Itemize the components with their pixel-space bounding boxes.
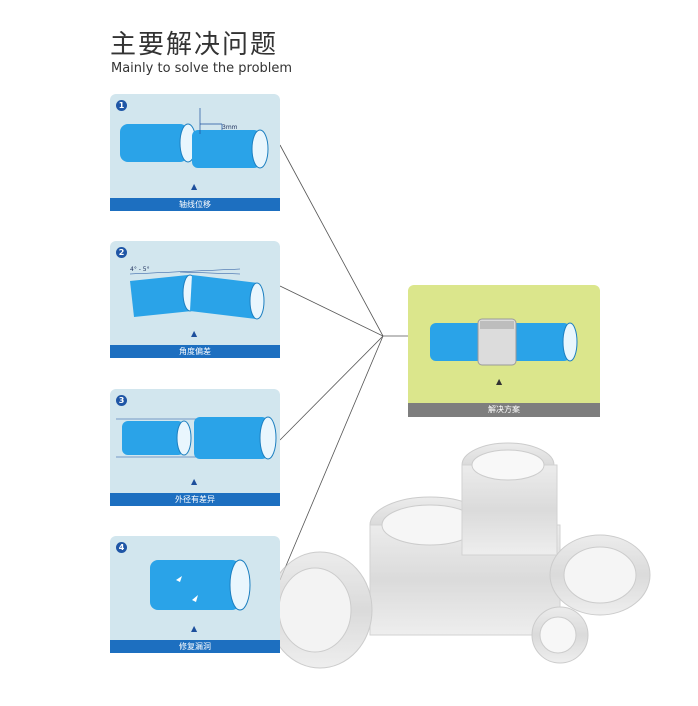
- chevron-up-icon: ▲: [191, 477, 198, 486]
- chevron-up-icon: ▲: [191, 182, 198, 191]
- angle-annotation: 4° - 5°: [130, 266, 150, 273]
- problem-card-outer-diameter: 3 ▲ 外径有差异: [110, 389, 280, 506]
- problem-number-badge: 2: [116, 247, 127, 258]
- problem-label: 轴线位移: [110, 198, 280, 211]
- coupling-solution-illustration: [430, 318, 578, 366]
- problem-label: 外径有差异: [110, 493, 280, 506]
- problem-number-badge: 3: [116, 395, 127, 406]
- chevron-up-icon: ▲: [496, 377, 503, 386]
- page-subtitle: Mainly to solve the problem: [111, 61, 293, 76]
- problem-card-leak-repair: 4 ▲ 修复漏洞: [110, 536, 280, 653]
- pipe-coupling-product-image: [267, 442, 651, 669]
- problem-number-badge: 4: [116, 542, 127, 553]
- page-title: 主要解决问题: [110, 30, 279, 60]
- problem-card-axial-displacement: 1 3mm ▲ 轴线位移: [110, 94, 280, 211]
- axial-displacement-illustration: 3mm: [120, 108, 269, 169]
- chevron-up-icon: ▲: [191, 329, 198, 338]
- problem-card-angle-deviation: 2 4° - 5° ▲ 角度偏差: [110, 241, 280, 358]
- displacement-annotation: 3mm: [222, 124, 238, 131]
- leak-repair-illustration: [150, 559, 251, 611]
- solution-card: ▲ 解决方案: [408, 285, 600, 417]
- angle-deviation-illustration: 4° - 5°: [129, 266, 265, 320]
- problem-label: 角度偏差: [110, 345, 280, 358]
- chevron-up-icon: ▲: [191, 624, 198, 633]
- solution-label: 解决方案: [408, 403, 600, 417]
- problem-number-badge: 1: [116, 100, 127, 111]
- outer-diameter-illustration: [116, 416, 277, 460]
- problem-label: 修复漏洞: [110, 640, 280, 653]
